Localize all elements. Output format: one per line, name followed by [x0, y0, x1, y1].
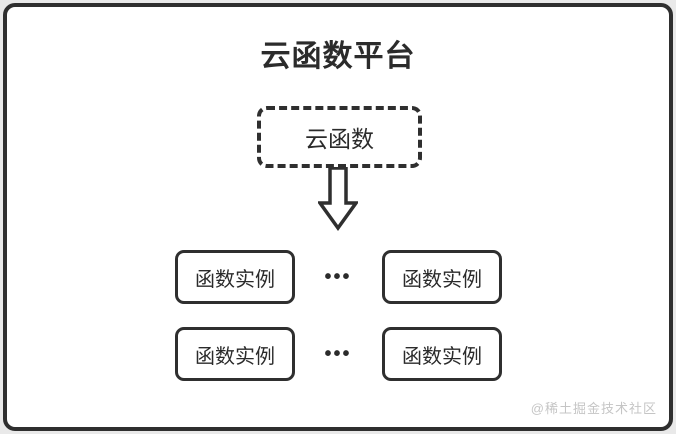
- function-instance-node: 函数实例: [175, 327, 295, 381]
- diagram-title: 云函数平台: [260, 40, 416, 73]
- function-instance-node: 函数实例: [382, 250, 502, 304]
- down-arrow-icon: [318, 167, 358, 231]
- diagram-frame: 云函数平台 云函数 函数实例 ••• 函数实例 函数实例 ••• 函数实例 @稀…: [3, 3, 673, 431]
- function-instance-label: 函数实例: [195, 268, 275, 291]
- ellipsis-dots: •••: [324, 265, 352, 288]
- function-instance-label: 函数实例: [402, 345, 482, 368]
- function-instance-node: 函数实例: [382, 327, 502, 381]
- cloud-function-node: 云函数: [257, 106, 422, 168]
- function-instance-node: 函数实例: [175, 250, 295, 304]
- function-instance-label: 函数实例: [402, 268, 482, 291]
- watermark: @稀土掘金技术社区: [530, 401, 657, 416]
- ellipsis-dots: •••: [324, 342, 352, 365]
- function-instance-label: 函数实例: [195, 345, 275, 368]
- cloud-function-node-label: 云函数: [305, 126, 374, 152]
